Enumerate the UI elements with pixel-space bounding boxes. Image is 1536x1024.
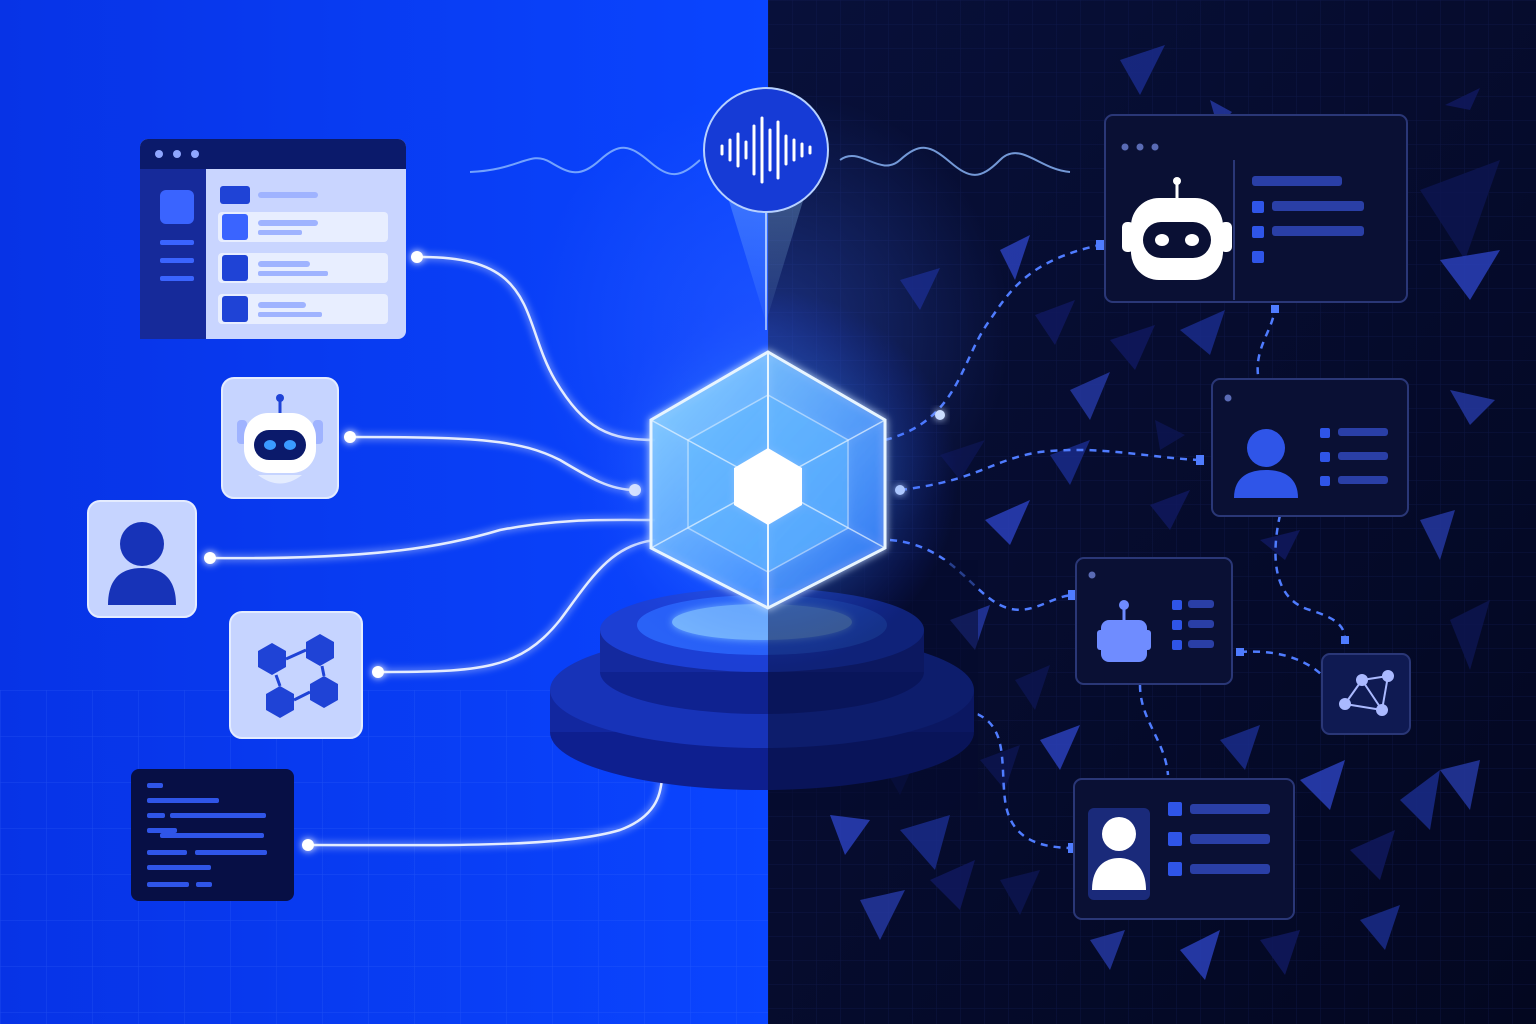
shard-4 — [1440, 250, 1500, 300]
shard-28 — [1000, 870, 1040, 915]
shard-15 — [1050, 440, 1090, 485]
bot-agent-window[interactable] — [1075, 557, 1233, 685]
shard-3 — [1420, 160, 1500, 260]
shard-17 — [1420, 510, 1455, 560]
shard-0 — [1120, 45, 1165, 95]
hexagon-cube-icon — [649, 350, 887, 610]
shard-9 — [1000, 235, 1030, 280]
shard-13 — [940, 440, 985, 480]
shard-10 — [900, 268, 940, 310]
shard-25 — [900, 815, 950, 870]
shard-field — [830, 45, 1500, 980]
shard-33 — [980, 745, 1020, 790]
sound-wave-line — [469, 146, 1071, 176]
shard-32 — [1090, 930, 1125, 970]
code-editor-icon[interactable] — [131, 769, 294, 901]
voice-bubble — [703, 87, 829, 330]
shard-18 — [1450, 600, 1490, 670]
hex-network-icon — [258, 634, 338, 718]
shard-7 — [1450, 390, 1495, 425]
hex-network-tile[interactable] — [229, 611, 363, 739]
shard-8 — [1155, 420, 1185, 450]
link-bot-person — [1138, 684, 1170, 776]
robot-icon — [1122, 177, 1232, 280]
shard-1 — [1445, 88, 1480, 110]
link-user-graph — [1274, 514, 1347, 641]
shard-31 — [1260, 930, 1300, 975]
shard-34 — [1040, 725, 1080, 770]
person-agent-window[interactable] — [1073, 778, 1295, 920]
shard-22 — [1440, 760, 1480, 810]
shard-12 — [1070, 372, 1110, 420]
graph-node[interactable] — [1321, 653, 1411, 735]
shard-36 — [1260, 530, 1300, 560]
shard-27 — [860, 890, 905, 940]
shard-14 — [985, 500, 1030, 545]
shard-24 — [830, 815, 870, 855]
shard-16 — [1150, 490, 1190, 530]
connector-code-editor — [307, 779, 664, 847]
app-window-icon[interactable] — [140, 139, 406, 339]
user-tile[interactable] — [87, 500, 197, 618]
shard-38 — [1015, 665, 1050, 710]
graph-icon — [1339, 670, 1394, 716]
link-bot-graph — [1239, 650, 1323, 676]
user-icon — [1092, 817, 1146, 890]
user-icon — [1234, 429, 1298, 498]
shard-6 — [1110, 325, 1155, 370]
user-icon — [108, 522, 176, 605]
robot-icon — [1097, 600, 1151, 662]
shard-29 — [1180, 930, 1220, 980]
shard-20 — [1400, 770, 1440, 830]
robot-agent-window[interactable] — [1104, 114, 1408, 303]
shard-35 — [1220, 725, 1260, 770]
shard-5 — [1180, 310, 1225, 355]
user-agent-window[interactable] — [1211, 378, 1409, 517]
shard-21 — [1350, 830, 1395, 880]
shard-30 — [1360, 905, 1400, 950]
robot-tile[interactable] — [221, 377, 339, 499]
shard-26 — [930, 860, 975, 910]
shard-11 — [1035, 300, 1075, 345]
connector-person-agent — [964, 708, 1076, 850]
robot-icon — [237, 394, 323, 484]
sound-wave-icon — [720, 116, 812, 184]
shard-19 — [1300, 760, 1345, 810]
